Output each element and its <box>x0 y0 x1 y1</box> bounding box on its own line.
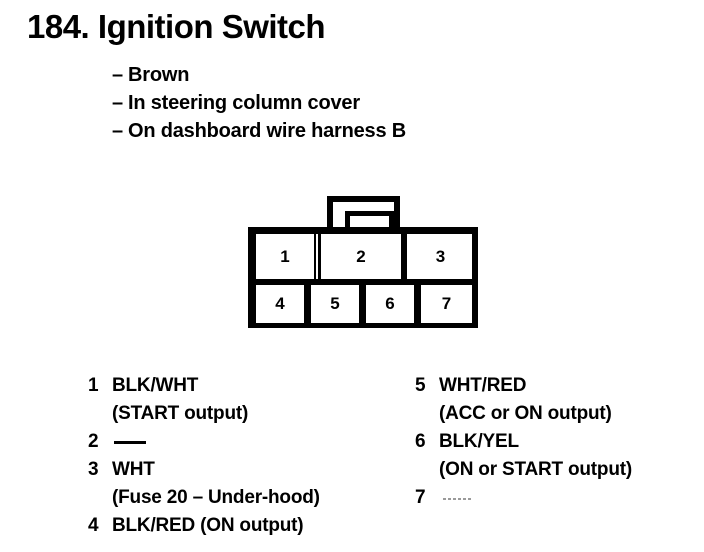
pin-legend-row: 6 BLK/YEL <box>415 428 704 456</box>
connector-cavity-5: 5 <box>311 285 359 323</box>
connector-cavity-2: 2 <box>321 234 401 279</box>
pin-wire-color: BLK/WHT <box>112 375 199 396</box>
pin-wire-color: WHT <box>112 459 155 480</box>
connector-note: –Brown <box>112 61 612 89</box>
pin-number: 7 <box>415 487 426 508</box>
connector-divider-web <box>407 234 409 279</box>
pin-function-label: (Fuse 20 – Under-hood) <box>112 487 320 508</box>
pin-number: 4 <box>88 515 99 536</box>
pin-number: 3 <box>88 459 99 480</box>
note-dash-icon: – <box>112 120 123 142</box>
note-dash-icon: – <box>112 92 123 114</box>
pin-legend-row: 5 WHT/RED <box>415 372 704 400</box>
connector-note: –In steering column cover <box>112 89 612 117</box>
pin-wire-color: BLK/RED (ON output) <box>112 515 304 536</box>
pin-number: 5 <box>415 375 426 396</box>
pin-function-label: (START output) <box>112 403 249 424</box>
connector-divider-web <box>316 234 318 279</box>
pin-legend-right-column: 5 WHT/RED (ACC or ON output) 6 BLK/YEL (… <box>415 372 704 512</box>
pin-wire-color: BLK/YEL <box>439 431 519 452</box>
pin-legend-row: 7 <box>415 484 704 512</box>
pin-number: 2 <box>88 431 99 452</box>
connector-notes-list: –Brown –In steering column cover –On das… <box>112 61 612 145</box>
pin-unused-dash-icon <box>443 498 473 500</box>
pin-legend-row: 3 WHT <box>88 456 408 484</box>
connector-note-label: On dashboard wire harness B <box>128 120 407 142</box>
connector-note-label: Brown <box>128 64 190 86</box>
pin-legend-left-column: 1 BLK/WHT (START output) 2 3 WHT (Fuse 2… <box>88 372 408 540</box>
connector-diagram: 1 2 3 4 5 6 7 <box>248 196 480 330</box>
connector-body: 1 2 3 4 5 6 7 <box>248 227 478 328</box>
connector-latch-tab-icon <box>327 196 400 235</box>
pin-function-label: (ON or START output) <box>439 459 632 480</box>
note-dash-icon: – <box>112 64 123 86</box>
connector-cavity-1: 1 <box>256 234 314 279</box>
pin-unused-dash-icon <box>114 441 146 444</box>
connector-note-label: In steering column cover <box>128 92 360 114</box>
page-title: 184. Ignition Switch <box>27 8 326 45</box>
pin-number: 1 <box>88 375 99 396</box>
connector-note: –On dashboard wire harness B <box>112 117 612 145</box>
pin-function-label: (ACC or ON output) <box>439 403 612 424</box>
connector-cavity-3: 3 <box>409 234 472 279</box>
pin-number: 6 <box>415 431 426 452</box>
pin-legend-row: 1 BLK/WHT <box>88 372 408 400</box>
connector-cavity-6: 6 <box>366 285 414 323</box>
connector-cavity-4: 4 <box>256 285 304 323</box>
pin-legend-row: 4 BLK/RED (ON output) <box>88 512 408 540</box>
pin-wire-color: WHT/RED <box>439 375 527 396</box>
pin-legend-row: 2 <box>88 428 408 456</box>
connector-cavity-7: 7 <box>421 285 472 323</box>
